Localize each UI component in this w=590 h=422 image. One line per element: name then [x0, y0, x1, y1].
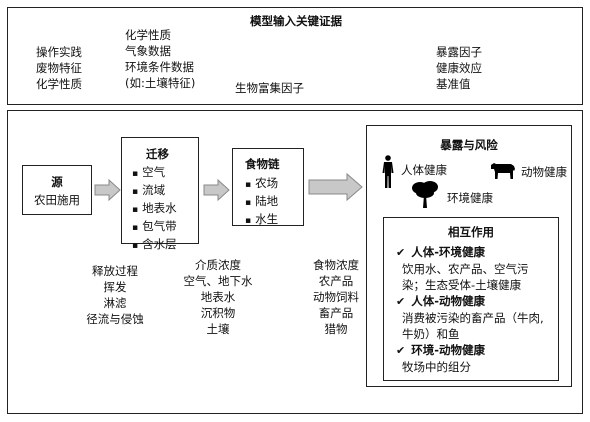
- interaction-group-body: 消费被污染的畜产品（牛肉, 牛奶）和鱼: [396, 310, 554, 342]
- interaction-group-body: 饮用水、农产品、空气污 染；生态受体-土壤健康: [396, 261, 554, 293]
- note-line: 农产品: [318, 274, 354, 288]
- arrow-source-to-migration-icon: [94, 178, 121, 202]
- interaction-group-head: 人体-动物健康: [396, 293, 554, 310]
- migration-box: 迁移 空气 流域 地表水 包气带 含水层: [121, 137, 199, 251]
- food-chain-item: 农场: [245, 175, 278, 193]
- migration-notes: 介质浓度 空气、地下水 地表水 沉积物 土壤: [172, 257, 264, 337]
- source-title: 源: [51, 175, 63, 189]
- evidence-col-1: 操作实践 废物特征 化学性质: [36, 44, 82, 92]
- interaction-body-line: 染；生态受体-土壤健康: [402, 278, 522, 292]
- note-line: 空气、地下水: [183, 274, 253, 288]
- source-box: 源 农田施用: [22, 165, 92, 215]
- interaction-list: 人体-环境健康 饮用水、农产品、空气污 染；生态受体-土壤健康 人体-动物健康 …: [396, 244, 554, 375]
- food-chain-title: 食物链: [245, 157, 280, 171]
- migration-item: 地表水: [132, 200, 177, 218]
- migration-item: 空气: [132, 164, 177, 182]
- flow-panel: [7, 110, 583, 414]
- note-line: 挥发: [103, 280, 127, 294]
- exposure-panel: 暴露与风险 人体健康 动物健康 环境健康 相互作用 人体-环境健康 饮用水、农产…: [366, 125, 572, 387]
- note-line: 介质浓度: [195, 258, 241, 272]
- evidence-item: 气象数据: [125, 44, 171, 58]
- evidence-item: 环境条件数据: [125, 60, 194, 74]
- migration-item: 含水层: [132, 236, 177, 254]
- note-line: 地表水: [200, 290, 236, 304]
- note-line: 动物饲料: [313, 290, 359, 304]
- note-line: 食物浓度: [313, 258, 359, 272]
- arrow-food-to-exposure-icon: [308, 172, 363, 202]
- evidence-item: 操作实践: [36, 45, 82, 59]
- interaction-box: 相互作用 人体-环境健康 饮用水、农产品、空气污 染；生态受体-土壤健康 人体-…: [383, 217, 559, 381]
- interaction-body-line: 牛奶）和鱼: [402, 327, 460, 341]
- evidence-panel: 模型输入关键证据 操作实践 废物特征 化学性质 化学性质 气象数据 环境条件数据…: [7, 7, 583, 105]
- evidence-item: 生物富集因子: [235, 81, 304, 95]
- food-chain-item: 水生: [245, 211, 278, 229]
- food-chain-notes: 食物浓度 农产品 动物饲料 畜产品 猎物: [300, 257, 372, 337]
- human-health-label: 人体健康: [401, 163, 447, 177]
- note-line: 沉积物: [200, 306, 236, 320]
- food-chain-list: 农场 陆地 水生: [245, 175, 278, 229]
- evidence-item: 化学性质: [125, 28, 171, 42]
- evidence-col-4: 暴露因子 健康效应 基准值: [436, 44, 482, 92]
- exposure-title: 暴露与风险: [440, 138, 498, 152]
- migration-list: 空气 流域 地表水 包气带 含水层: [132, 164, 177, 254]
- animal-health-label: 动物健康: [521, 165, 567, 179]
- evidence-col-3: 生物富集因子: [235, 80, 304, 96]
- note-line: 畜产品: [318, 306, 354, 320]
- evidence-item: 化学性质: [36, 77, 82, 91]
- cow-icon: [491, 163, 515, 179]
- food-chain-box: 食物链 农场 陆地 水生: [232, 148, 304, 226]
- migration-item: 包气带: [132, 218, 177, 236]
- tree-icon: [412, 181, 438, 208]
- source-text: 农田施用: [34, 193, 80, 207]
- migration-item: 流域: [132, 182, 177, 200]
- source-notes: 释放过程 挥发 淋滤 径流与侵蚀: [70, 263, 160, 327]
- interaction-group-head: 环境-动物健康: [396, 342, 554, 359]
- interaction-body-line: 牧场中的组分: [402, 360, 471, 374]
- migration-title: 迁移: [146, 147, 169, 161]
- evidence-item: 废物特征: [36, 61, 82, 75]
- env-health-label: 环境健康: [447, 191, 493, 205]
- evidence-item: 暴露因子: [436, 45, 482, 59]
- interaction-title: 相互作用: [448, 225, 494, 239]
- note-line: 径流与侵蚀: [86, 312, 144, 326]
- note-line: 淋滤: [103, 296, 127, 310]
- interaction-body-line: 消费被污染的畜产品（牛肉,: [402, 311, 544, 325]
- human-figure-icon: [382, 155, 394, 188]
- evidence-col-2: 化学性质 气象数据 环境条件数据 (如:土壤特征): [125, 27, 195, 91]
- interaction-group-body: 牧场中的组分: [396, 359, 554, 375]
- evidence-item: (如:土壤特征): [125, 76, 196, 90]
- evidence-item: 健康效应: [436, 61, 482, 75]
- interaction-body-line: 饮用水、农产品、空气污: [402, 262, 529, 276]
- note-line: 土壤: [206, 322, 230, 336]
- evidence-item: 基准值: [436, 77, 471, 91]
- note-line: 猎物: [324, 322, 348, 336]
- arrow-migration-to-food-icon: [203, 178, 230, 202]
- note-line: 释放过程: [92, 264, 138, 278]
- evidence-panel-title: 模型输入关键证据: [250, 14, 342, 28]
- food-chain-item: 陆地: [245, 193, 278, 211]
- interaction-group-head: 人体-环境健康: [396, 244, 554, 261]
